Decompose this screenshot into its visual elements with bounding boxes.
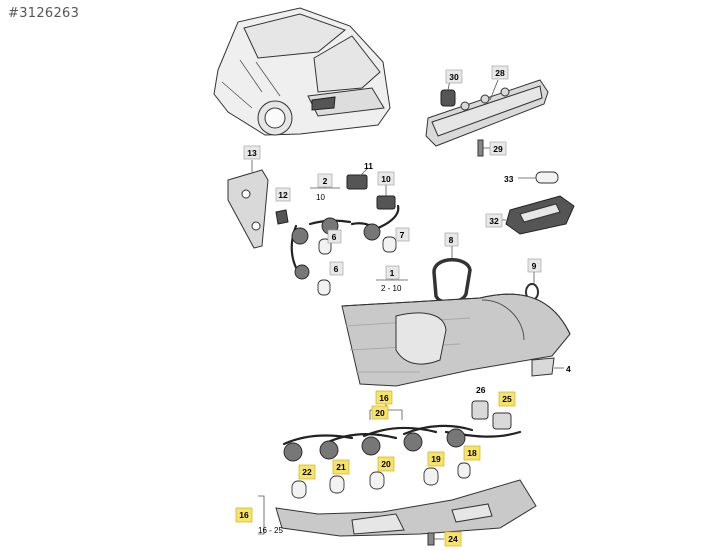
callout-6b[interactable]: 6 <box>329 261 344 276</box>
bulb-21 <box>329 475 345 494</box>
callout-10-top[interactable]: 10 <box>316 193 325 202</box>
svg-text:20: 20 <box>381 459 391 469</box>
clip-12 <box>275 209 289 225</box>
callout-26[interactable]: 26 <box>476 385 486 395</box>
callout-18[interactable]: 18 <box>463 445 481 461</box>
callout-25[interactable]: 25 <box>498 391 516 407</box>
wiring-harness-upper[interactable] <box>290 204 400 280</box>
callout-6a[interactable]: 6 <box>327 229 342 244</box>
vehicle-rear-view <box>213 7 391 136</box>
connector-10 <box>376 185 396 210</box>
svg-text:11: 11 <box>364 161 373 171</box>
svg-text:1: 1 <box>390 268 395 278</box>
bulb-19 <box>423 467 439 486</box>
svg-text:29: 29 <box>493 144 503 154</box>
svg-text:32: 32 <box>489 216 499 226</box>
callout-9[interactable]: 9 <box>527 258 542 273</box>
callout-19[interactable]: 19 <box>427 451 445 467</box>
callout-22[interactable]: 22 <box>298 464 316 480</box>
third-brake-light[interactable] <box>425 79 549 147</box>
callout-2[interactable]: 2 <box>317 173 333 188</box>
callout-1[interactable]: 1 <box>385 265 400 280</box>
callout-33[interactable]: 33 <box>504 174 514 184</box>
screw-24 <box>427 532 444 546</box>
callout-20-top[interactable]: 20 <box>371 405 389 420</box>
svg-text:16: 16 <box>239 510 249 520</box>
callout-21[interactable]: 21 <box>332 459 350 475</box>
callout-10[interactable]: 10 <box>377 171 395 186</box>
svg-text:19: 19 <box>431 454 441 464</box>
seal-9 <box>525 272 539 301</box>
svg-text:20: 20 <box>375 408 385 418</box>
callout-16[interactable]: 16 <box>235 507 253 523</box>
svg-text:30: 30 <box>449 72 459 82</box>
tail-light-lower-assembly[interactable] <box>275 479 537 537</box>
range-2-10: 2 - 10 <box>381 284 402 293</box>
svg-text:13: 13 <box>247 148 257 158</box>
callout-24[interactable]: 24 <box>444 531 462 547</box>
bulb-7 <box>382 236 397 253</box>
wiring-harness-lower[interactable] <box>282 424 522 462</box>
bulb-20 <box>369 471 385 490</box>
svg-text:10: 10 <box>316 193 325 202</box>
callout-20[interactable]: 20 <box>377 456 395 472</box>
diagram-id: #3126263 <box>8 6 80 21</box>
bracket-line-16 <box>258 495 265 535</box>
svg-text:26: 26 <box>476 385 486 395</box>
callout-29[interactable]: 29 <box>489 141 507 156</box>
part-4 <box>531 357 564 377</box>
callout-12[interactable]: 12 <box>275 187 291 202</box>
callout-16-top[interactable]: 16 <box>375 390 393 405</box>
gasket-8 <box>432 246 472 305</box>
svg-text:8: 8 <box>449 235 454 245</box>
svg-text:9: 9 <box>532 261 537 271</box>
svg-text:7: 7 <box>400 230 405 240</box>
svg-text:6: 6 <box>334 264 339 274</box>
svg-text:28: 28 <box>495 68 505 78</box>
callout-13[interactable]: 13 <box>243 145 261 160</box>
connector-11 <box>346 167 369 190</box>
tail-light-assembly[interactable] <box>341 293 571 387</box>
svg-text:2: 2 <box>323 176 328 186</box>
range-16-25: 16 - 25 <box>258 526 283 535</box>
bulb-6-b <box>317 279 331 296</box>
callout-30[interactable]: 30 <box>445 69 463 84</box>
license-plate-lamp[interactable] <box>502 195 575 235</box>
svg-text:22: 22 <box>302 467 312 477</box>
callout-8[interactable]: 8 <box>444 232 459 247</box>
callout-32[interactable]: 32 <box>485 213 503 228</box>
svg-text:25: 25 <box>502 394 512 404</box>
bulb-18 <box>457 462 471 479</box>
svg-text:24: 24 <box>448 534 458 544</box>
bulb-33 <box>518 171 559 184</box>
callout-7[interactable]: 7 <box>395 227 410 242</box>
svg-text:4: 4 <box>566 364 571 374</box>
callout-4[interactable]: 4 <box>566 364 571 374</box>
svg-text:2 - 10: 2 - 10 <box>381 284 402 293</box>
svg-text:6: 6 <box>332 232 337 242</box>
bulb-22 <box>291 480 307 499</box>
svg-text:33: 33 <box>504 174 514 184</box>
callout-28[interactable]: 28 <box>491 65 509 80</box>
callout-11[interactable]: 11 <box>364 161 373 171</box>
connector-25 <box>492 412 512 430</box>
svg-text:21: 21 <box>336 462 346 472</box>
svg-text:10: 10 <box>381 174 391 184</box>
svg-text:18: 18 <box>467 448 477 458</box>
svg-text:16: 16 <box>379 393 389 403</box>
svg-text:16 - 25: 16 - 25 <box>258 526 283 535</box>
connector-26 <box>471 400 489 420</box>
svg-text:12: 12 <box>278 190 288 200</box>
bracket-13[interactable] <box>227 160 269 249</box>
